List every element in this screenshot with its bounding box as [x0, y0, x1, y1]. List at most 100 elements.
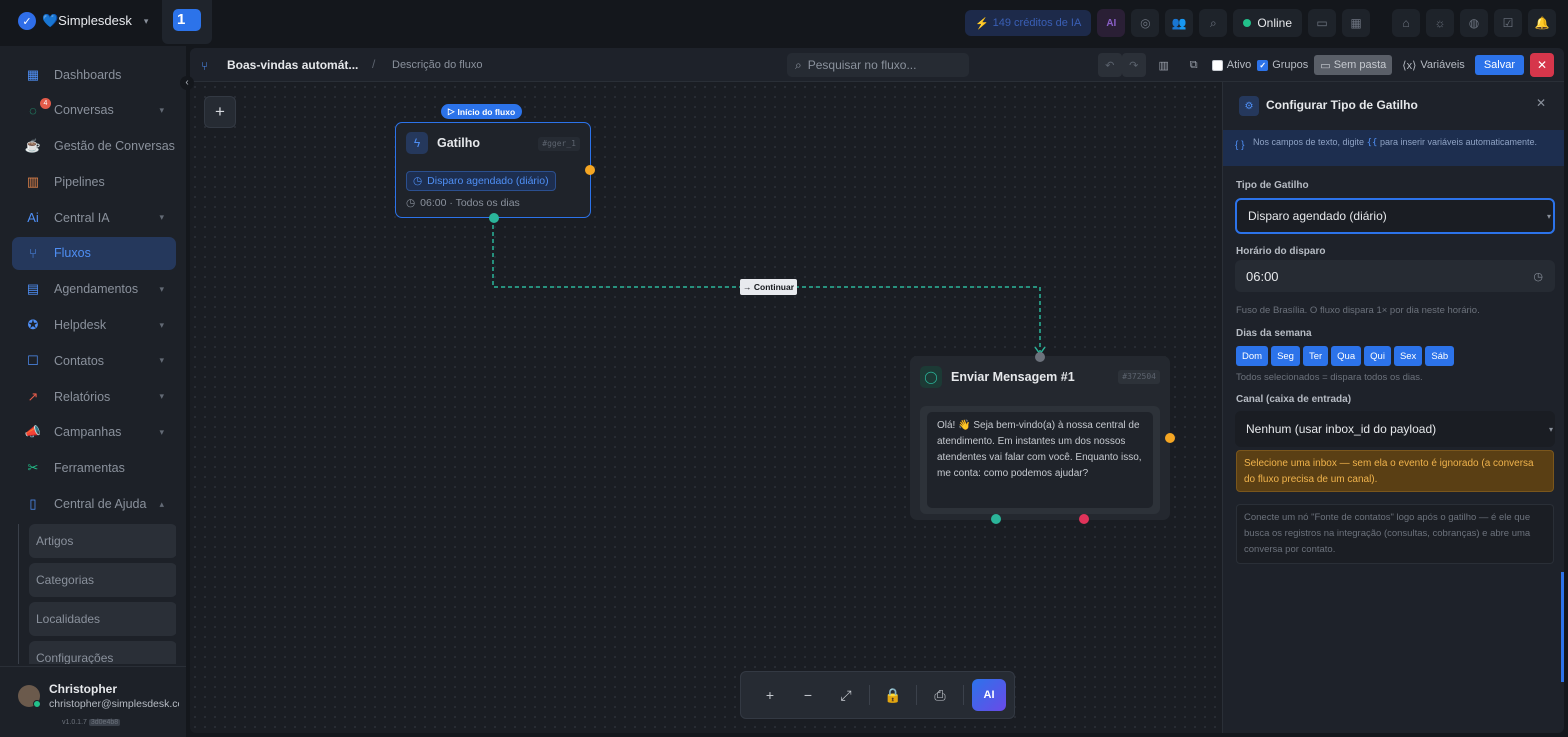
globe-icon[interactable]: ◍ [1460, 9, 1488, 37]
zoom-in-button[interactable]: + [765, 687, 775, 703]
export-button[interactable]: ⎙ [934, 686, 946, 703]
message-preview: Olá! 👋 Seja bem-vindo(a) à nossa central… [920, 406, 1160, 514]
day-toggle-dom[interactable]: Dom [1236, 346, 1269, 366]
chevron-down-icon[interactable]: ▾ [159, 355, 164, 366]
message-side-port[interactable] [1165, 433, 1175, 443]
sidebar-item-ferramentas[interactable]: ✂Ferramentas [12, 452, 176, 485]
lock-button[interactable]: 🔒 [884, 686, 902, 703]
chevron-down-icon[interactable]: ▾ [159, 104, 164, 115]
workspace-switcher[interactable]: ✓ 💙Simplesdesk ▾ [18, 12, 148, 30]
groups-checkbox[interactable]: ✓Grupos [1257, 59, 1308, 71]
sidebar-item-agendamentos[interactable]: ▤Agendamentos▾ [12, 273, 176, 306]
sidebar-collapse-button[interactable]: ‹ [180, 76, 194, 90]
fit-view-button[interactable]: ⤢ [840, 686, 852, 703]
day-toggle-sex[interactable]: Sex [1393, 346, 1423, 366]
target-icon[interactable]: ◎ [1131, 9, 1160, 37]
day-toggle-ter[interactable]: Ter [1302, 346, 1329, 366]
submenu-item-configura-es[interactable]: Configurações [29, 641, 176, 664]
checklist-icon[interactable]: ☑ [1494, 9, 1522, 37]
flow-search-input[interactable]: ⌕Pesquisar no fluxo... [787, 53, 969, 77]
sidebar-item-central-de-ajuda[interactable]: ▯Central de Ajuda▴ [12, 488, 176, 521]
save-button[interactable]: Salvar [1474, 55, 1524, 75]
ai-credits-badge[interactable]: ⚡149 créditos de IA [964, 10, 1092, 36]
chevron-down-icon[interactable]: ▾ [159, 319, 164, 330]
sidebar-item-fluxos[interactable]: ⑂Fluxos [12, 236, 176, 270]
trigger-output-port[interactable] [489, 213, 499, 223]
settings-sliders-icon: ⚙ [1239, 96, 1259, 116]
status-toggle[interactable]: Online [1233, 9, 1302, 37]
trigger-node-id: #gger_1 [538, 137, 580, 151]
flow-editor: ⑂ Boas-vindas automát... / Descrição do … [190, 48, 1564, 733]
chevron-up-icon[interactable]: ▴ [159, 498, 164, 509]
chevron-down-icon[interactable]: ▾ [159, 212, 164, 223]
active-checkbox[interactable]: Ativo [1211, 59, 1251, 71]
layout-button[interactable]: ⧉ [1189, 58, 1198, 71]
message-success-port[interactable] [991, 514, 1001, 524]
message-input-port[interactable] [1035, 352, 1045, 362]
panel-scrollbar[interactable] [1561, 572, 1564, 682]
folder-button[interactable]: ▭Sem pasta [1314, 55, 1393, 75]
ai-assistant-button[interactable]: AI [972, 679, 1006, 711]
start-badge: ▷Início do fluxo [441, 104, 523, 119]
message-icon[interactable]: ▭ [1308, 9, 1336, 37]
chevron-down-icon[interactable]: ▾ [159, 391, 164, 402]
ai-button[interactable]: AI [1097, 9, 1126, 37]
bell-icon[interactable]: 🔔 [1528, 9, 1556, 37]
clock-icon[interactable]: ◷ [1533, 270, 1543, 283]
sidebar-item-relat-rios[interactable]: ↗Relatórios▾ [12, 380, 176, 413]
check-logo-icon: ✓ [18, 12, 36, 30]
sidebar-item-campanhas[interactable]: 📣Campanhas▾ [12, 416, 176, 449]
user-profile[interactable]: Christopher christopher@simplesdesk.com … [0, 666, 186, 737]
users-icon[interactable]: 👥 [1165, 9, 1194, 37]
channel-select[interactable]: Nenhum (usar inbox_id do payload)▾ [1235, 411, 1555, 447]
day-toggle-qua[interactable]: Qua [1331, 346, 1362, 366]
submenu-item-localidades[interactable]: Localidades [29, 602, 176, 636]
trigger-node[interactable]: ϟ Gatilho #gger_1 ◷Disparo agendado (diá… [395, 122, 595, 223]
flow-canvas[interactable]: + → Continuar ▷Início do fluxo ϟ Gatilho… [190, 82, 1222, 733]
calendar-icon[interactable]: ▦ [1342, 9, 1370, 37]
bolt-icon: ⚡ [974, 17, 989, 30]
redo-button[interactable]: ↷ [1121, 53, 1146, 77]
stats-button[interactable]: ▥ [1158, 59, 1169, 72]
time-input[interactable]: 06:00◷ [1235, 260, 1555, 292]
close-icon[interactable]: ✕ [1535, 96, 1546, 110]
sidebar-item-contatos[interactable]: ☐Contatos▾ [12, 344, 176, 377]
variables-button[interactable]: ⟨x⟩Variáveis [1398, 59, 1469, 72]
edge-label[interactable]: → Continuar [740, 279, 797, 295]
submenu-item-categorias[interactable]: Categorias [29, 563, 176, 597]
trigger-side-port[interactable] [585, 165, 595, 175]
day-toggle-sb[interactable]: Sáb [1425, 346, 1455, 366]
channel-value: Nenhum (usar inbox_id do payload) [1246, 422, 1437, 436]
zoom-out-button[interactable]: − [803, 687, 813, 703]
groups-checkbox-box[interactable]: ✓ [1257, 59, 1269, 71]
chevron-down-icon[interactable]: ▾ [159, 283, 164, 294]
undo-button[interactable]: ↶ [1097, 53, 1122, 77]
flow-title[interactable]: Boas-vindas automát... [227, 58, 359, 72]
search-icon[interactable]: ⌕ [1199, 9, 1228, 37]
flow-description-input[interactable]: Descrição do fluxo [392, 59, 483, 71]
close-editor-button[interactable]: ✕ [1530, 53, 1554, 77]
sidebar-item-label: Agendamentos [54, 282, 139, 297]
message-node[interactable]: ◯ Enviar Mensagem #1 #372504 Olá! 👋 Seja… [910, 352, 1175, 524]
workspace-tab[interactable]: 1 [162, 0, 212, 44]
sidebar-item-helpdesk[interactable]: ✪Helpdesk▾ [12, 309, 176, 342]
sidebar-item-dashboards[interactable]: ▦Dashboards [12, 58, 176, 91]
trigger-type-text: Disparo agendado (diário) [427, 175, 549, 187]
trigger-type-select[interactable]: Disparo agendado (diário)▾ [1235, 198, 1555, 234]
tools-icon: ✂ [27, 460, 39, 476]
ai-button-label: AI [1106, 17, 1117, 29]
active-checkbox-box[interactable] [1211, 59, 1223, 71]
sidebar-item-gest-o-de-conversas[interactable]: ☕Gestão de Conversas [12, 130, 176, 163]
day-toggle-qui[interactable]: Qui [1364, 346, 1391, 366]
add-node-button[interactable]: + [204, 96, 236, 128]
message-error-port[interactable] [1079, 514, 1089, 524]
chevron-down-icon[interactable]: ▾ [159, 426, 164, 437]
sun-icon[interactable]: ☼ [1426, 9, 1454, 37]
sidebar-item-pipelines[interactable]: ▥Pipelines [12, 165, 176, 198]
day-toggle-seg[interactable]: Seg [1271, 346, 1300, 366]
inbox-icon[interactable]: ⌂ [1392, 9, 1420, 37]
submenu-item-artigos[interactable]: Artigos [29, 524, 176, 558]
sidebar-item-label: Conversas [54, 103, 114, 118]
